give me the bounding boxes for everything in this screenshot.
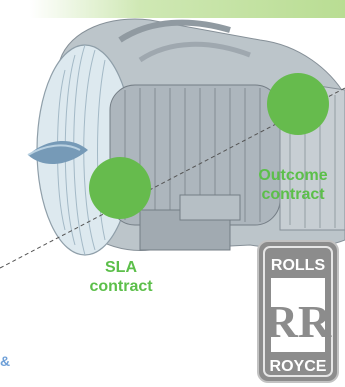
sla-label-line2: contract [89,278,153,295]
rolls-royce-logo: ROLLS RR ROYCE [257,240,339,383]
sla-contract-label: SLA contract [66,258,176,296]
text-fragment: & [0,353,11,369]
outcome-contract-label: Outcome contract [238,166,345,204]
logo-monogram: RR [265,296,332,347]
logo-top-text: ROLLS [271,257,326,274]
outcome-label-line2: contract [261,186,325,203]
logo-bottom-text: ROYCE [270,358,327,375]
outcome-node [267,73,329,135]
outcome-label-line1: Outcome [258,167,328,184]
sla-node [89,157,151,219]
sla-label-line1: SLA [105,259,137,276]
top-banner [30,0,345,18]
